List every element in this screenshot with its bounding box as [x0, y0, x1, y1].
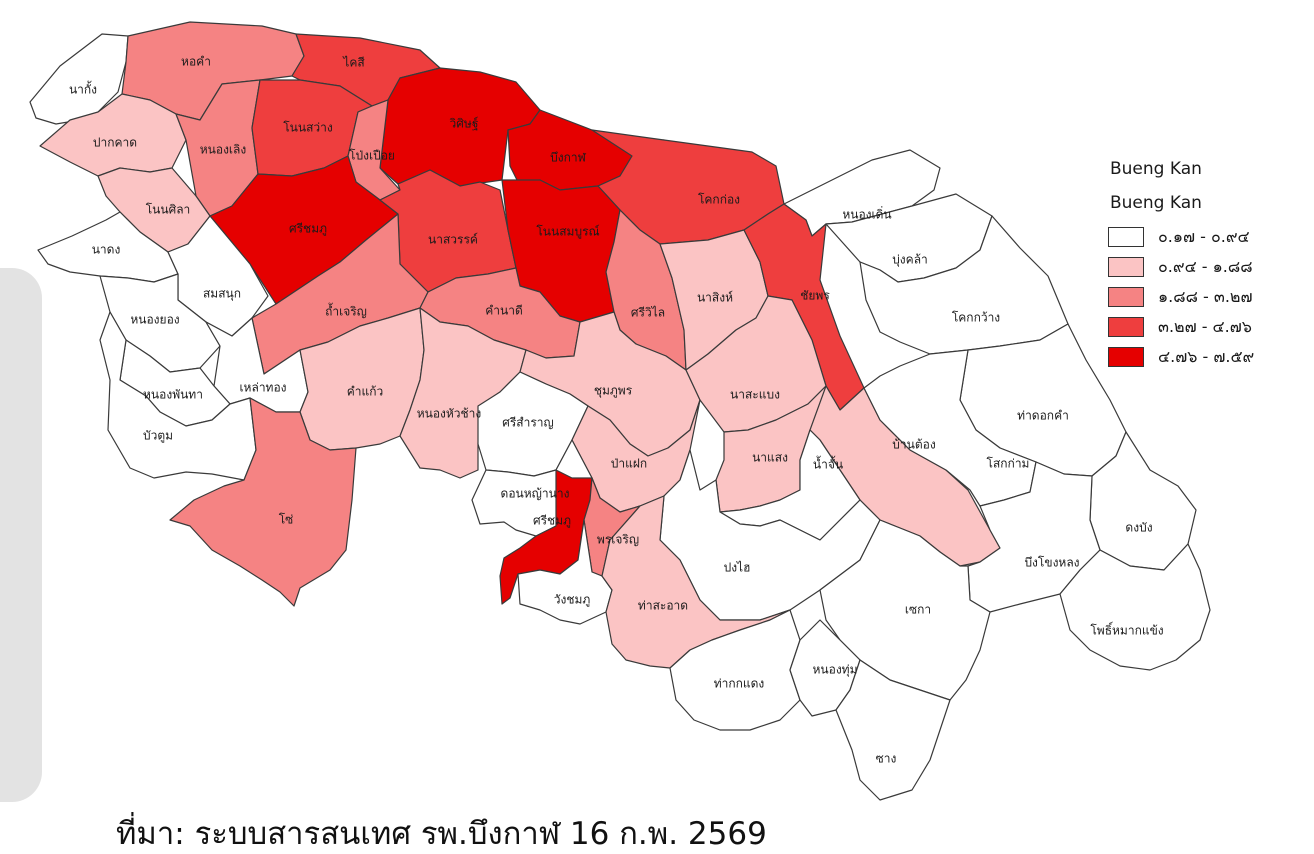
district-label: หนองเดิ่น: [842, 206, 891, 222]
legend-title: Bueng Kan: [1110, 159, 1202, 179]
district-label: โคกกว้าง: [952, 311, 1000, 325]
district-label: หนองทุ่ม: [813, 663, 858, 678]
district-region: [29, 33, 129, 125]
district-label: ถ้ำเจริญ: [325, 303, 367, 319]
district-label: สมสนุก: [203, 287, 241, 302]
legend-swatch: [1108, 257, 1144, 277]
district-label: บึงกาฬ: [550, 151, 586, 165]
district-label: บ้านต้อง: [892, 438, 935, 452]
side-panel-decoration: [0, 268, 42, 802]
district-label: คำแก้ว: [347, 385, 384, 399]
district-region: [169, 397, 357, 607]
legend-item: ๓.๒๗ - ๔.๗๖: [1108, 316, 1308, 338]
district-label: หนองเลิง: [200, 143, 247, 157]
district-label: ชัยพร: [800, 289, 830, 303]
legend-item: ๑.๘๘ - ๓.๒๗: [1108, 286, 1308, 308]
district-label: โนนสว่าง: [283, 121, 333, 135]
district-label: โพธิ์หมากแข้ง: [1090, 622, 1163, 638]
district-label: พรเจริญ: [597, 533, 639, 547]
district-label: บัวตูม: [143, 429, 173, 444]
district-label: โป่งเปือย: [349, 149, 395, 163]
legend-label: ๓.๒๗ - ๔.๗๖: [1158, 316, 1252, 336]
district-label: โนนสมบูรณ์: [536, 225, 599, 240]
district-label: ปงไฮ: [724, 561, 751, 575]
district-label: โซ่: [279, 513, 294, 527]
district-label: หอคำ: [181, 55, 211, 69]
district-label: บุ่งคล้า: [892, 253, 928, 268]
district-label: บึงโขงหลง: [1024, 556, 1079, 570]
district-label: ท่าสะอาด: [638, 599, 688, 613]
district-label: ดอนหญ้านาง: [501, 487, 570, 501]
legend-label: ๐.๑๗ - ๐.๙๔: [1158, 226, 1250, 246]
map-legend: Bueng Kan Bueng Kan ๐.๑๗ - ๐.๙๔๐.๙๔ - ๑.…: [1108, 158, 1308, 376]
district-label: ศรีสำราญ: [502, 416, 554, 430]
legend-item: ๐.๙๔ - ๑.๘๘: [1108, 256, 1308, 278]
district-label: ศรีวิไล: [631, 306, 665, 320]
district-label: นาสวรรค์: [428, 233, 478, 247]
source-note: ที่มา: ระบบสารสนเทศ รพ.บึงกาฬ 16 ก.พ. 25…: [116, 816, 767, 852]
district-label: ศรีชมภู: [533, 514, 571, 529]
district-label: หนองหัวช้าง: [417, 407, 482, 421]
district-label: ไคสี: [342, 56, 365, 70]
district-label: โสกก่าม: [987, 457, 1030, 471]
legend-label: ๐.๙๔ - ๑.๘๘: [1158, 256, 1253, 276]
district-label: โนนศิลา: [146, 203, 191, 217]
district-label: นาแสง: [752, 451, 788, 465]
district-label: นาดง: [92, 243, 121, 257]
district-label: คำนาดี: [485, 304, 523, 318]
district-label: นาสะแบง: [730, 388, 780, 402]
district-label: เหล่าทอง: [239, 381, 286, 395]
district-region: [399, 307, 527, 479]
district-region: [859, 215, 1069, 355]
district-label: ปากคาด: [93, 136, 137, 150]
legend-swatch: [1108, 227, 1144, 247]
legend-swatch: [1108, 287, 1144, 307]
district-region: [835, 659, 951, 801]
district-label: ท่ากกแดง: [714, 677, 765, 691]
district-label: ซาง: [876, 752, 897, 766]
district-label: วิศิษฐ์: [449, 117, 478, 131]
legend-label: ๔.๗๖ - ๗.๕๙: [1158, 346, 1255, 366]
district-label: ป่าแฝก: [611, 457, 647, 471]
legend-item: ๔.๗๖ - ๗.๕๙: [1108, 346, 1308, 368]
district-label: นากั้ง: [69, 81, 97, 97]
district-label: หนองพันทา: [143, 388, 203, 402]
legend-subtitle: Bueng Kan: [1110, 193, 1202, 213]
district-label: ดงบัง: [1125, 521, 1152, 535]
legend-item: ๐.๑๗ - ๐.๙๔: [1108, 226, 1308, 248]
district-label: ศรีชมภู: [289, 222, 327, 237]
district-label: ชุมภูพร: [594, 384, 633, 399]
district-label: โคกก่อง: [698, 193, 740, 207]
district-region: [1059, 543, 1211, 671]
legend-label: ๑.๘๘ - ๓.๒๗: [1158, 286, 1253, 306]
district-label: เซกา: [905, 603, 931, 617]
district-label: นาสิงห์: [697, 291, 733, 305]
district-label: หนองยอง: [130, 313, 179, 327]
district-label: น้ำจั้น: [813, 456, 843, 472]
legend-swatch: [1108, 317, 1144, 337]
district-label: ท่าดอกคำ: [1017, 409, 1069, 423]
district-label: วังชมภู: [554, 593, 591, 608]
legend-swatch: [1108, 347, 1144, 367]
